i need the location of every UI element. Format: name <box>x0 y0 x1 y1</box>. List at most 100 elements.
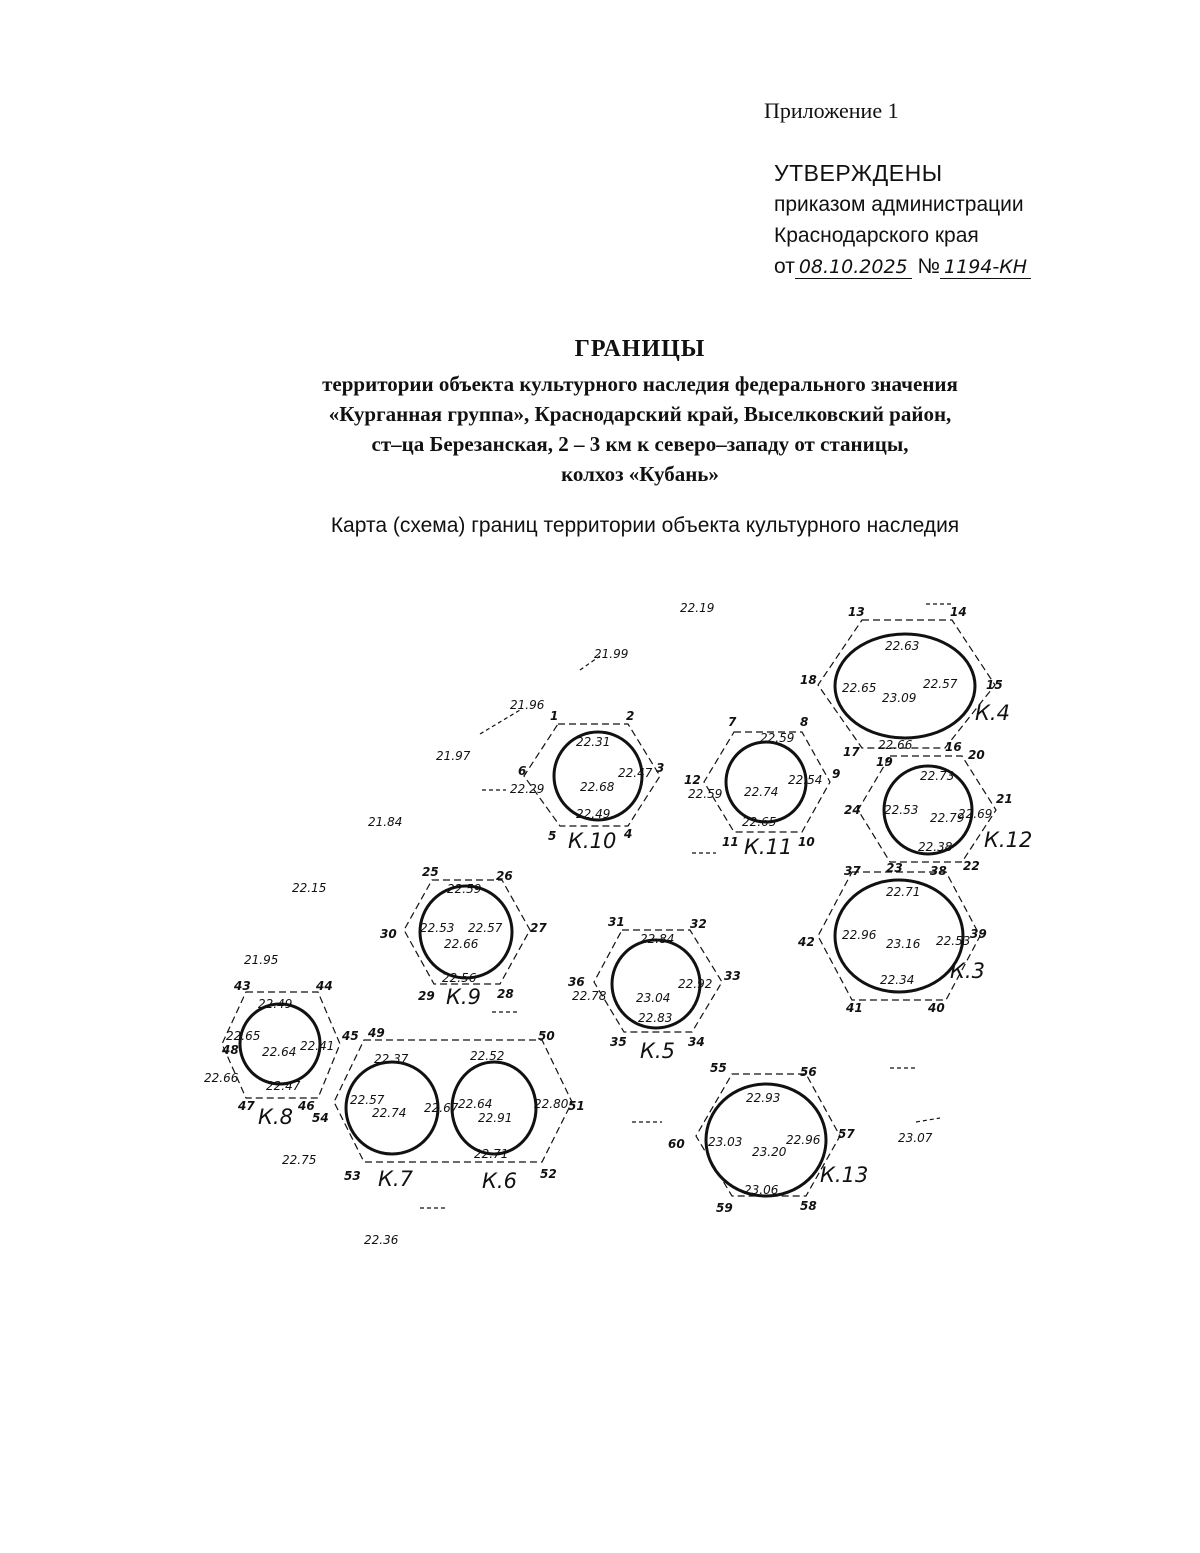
elevation: 23.20 <box>752 1145 787 1159</box>
boundary-k9 <box>403 879 531 985</box>
elevation: 22.74 <box>744 785 778 799</box>
spot-height: 22.75 <box>282 1153 316 1167</box>
point-number: 32 <box>690 917 707 931</box>
point-number: 20 <box>968 748 985 762</box>
point-number: 54 <box>312 1111 329 1125</box>
elevation: 23.09 <box>882 691 916 705</box>
mound-outline-k13 <box>704 1082 828 1198</box>
spot-heights: 22.19 21.99 21.96 21.97 21.84 22.15 21.9… <box>204 601 933 1247</box>
boundary-k10 <box>523 723 661 827</box>
number-prefix: № <box>917 255 941 278</box>
mound-group-k7-k6 <box>333 1039 573 1163</box>
elevation: 22.41 <box>300 1039 334 1053</box>
elevation: 22.92 <box>678 977 712 991</box>
elevation: 23.16 <box>886 937 921 951</box>
mound-outline-k11 <box>724 740 808 824</box>
elevation: 22.84 <box>640 932 674 946</box>
mound-outline-k5 <box>610 938 702 1030</box>
elevation: 22.71 <box>474 1147 508 1161</box>
mound-k11: 22.59 22.74 22.54 22.59 22.65 7 8 9 10 1… <box>684 715 840 859</box>
elevation: 22.68 <box>580 780 615 794</box>
boundary-k13 <box>695 1073 841 1197</box>
elevation: 22.66 <box>878 738 913 752</box>
handwritten-date: 08.10.2025 <box>794 256 912 279</box>
elevation: 22.64 <box>262 1045 296 1059</box>
point-number: 41 <box>845 1001 863 1015</box>
elevation: 22.65 <box>226 1029 260 1043</box>
title-heading: ГРАНИЦЫ <box>574 336 706 362</box>
handwritten-number: 1194-КН <box>940 256 1032 279</box>
spot-height: 22.36 <box>364 1233 399 1247</box>
elevation: 22.93 <box>746 1091 780 1105</box>
elevation: 22.49 <box>576 807 610 821</box>
point-number: 3 <box>656 761 664 775</box>
point-number: 12 <box>684 773 701 787</box>
mound-k4: 22.63 22.65 22.57 23.09 22.66 13 14 15 1… <box>800 605 1010 759</box>
boundary-k3 <box>817 871 981 1001</box>
mound-label-k8: К.8 <box>258 1105 293 1129</box>
point-number: 60 <box>668 1137 685 1151</box>
point-number: 27 <box>530 921 547 935</box>
point-number: 30 <box>380 927 397 941</box>
mound-k6: 22.52 22.64 22.91 22.80 22.71 50 51 52 К… <box>450 1029 585 1193</box>
boundary-k11 <box>703 731 831 833</box>
point-number: 45 <box>341 1029 359 1043</box>
elevation: 22.57 <box>923 677 958 691</box>
elevation: 22.53 <box>884 803 918 817</box>
point-number: 23 <box>886 861 903 875</box>
point-number: 42 <box>797 935 815 949</box>
point-number: 9 <box>832 767 840 781</box>
spot-height: 23.07 <box>898 1131 933 1145</box>
elevation: 22.74 <box>372 1106 406 1120</box>
elevation: 22.78 <box>572 989 607 1003</box>
mound-label-k10: К.10 <box>568 829 616 853</box>
elevation: 22.96 <box>842 928 877 942</box>
elevation: 22.38 <box>918 840 953 854</box>
point-number: 25 <box>422 865 439 879</box>
mound-label-k11: К.11 <box>744 835 792 859</box>
point-number: 7 <box>728 715 737 729</box>
point-number: 13 <box>848 605 865 619</box>
point-number: 34 <box>688 1035 705 1049</box>
point-number: 10 <box>798 835 815 849</box>
point-number: 50 <box>538 1029 555 1043</box>
point-number: 5 <box>548 829 556 843</box>
elevation: 22.53 <box>420 921 454 935</box>
point-number: 39 <box>970 927 987 941</box>
point-number: 57 <box>838 1127 855 1141</box>
boundary-k12 <box>857 755 997 863</box>
elevation: 23.03 <box>708 1135 742 1149</box>
point-number: 33 <box>724 969 741 983</box>
spot-height: 22.66 <box>204 1071 239 1085</box>
point-number: 52 <box>540 1167 557 1181</box>
elevation: 22.79 <box>930 811 964 825</box>
point-number: 11 <box>722 835 739 849</box>
boundary-k5 <box>593 929 723 1033</box>
boundary-k7-k6 <box>333 1039 573 1163</box>
boundary-k4 <box>817 619 996 749</box>
elevation: 22.54 <box>788 773 822 787</box>
date-prefix: от <box>774 255 795 278</box>
spot-height: 21.95 <box>244 953 278 967</box>
point-number: 37 <box>844 864 861 878</box>
title-line-1: территории объекта культурного наследия … <box>322 372 958 396</box>
point-number: 40 <box>927 1001 945 1015</box>
mound-outline-k3 <box>833 878 965 994</box>
mound-outline-k4 <box>833 632 977 740</box>
mound-outline-k6 <box>450 1060 538 1156</box>
point-number: 56 <box>800 1065 817 1079</box>
mound-label-k12: К.12 <box>984 828 1032 852</box>
mound-label-k4: К.4 <box>975 701 1010 725</box>
approval-line-1: приказом администрации <box>774 193 1024 216</box>
mound-outline-k10 <box>552 730 644 822</box>
point-number: 55 <box>710 1061 727 1075</box>
boundary-k8 <box>221 991 341 1099</box>
elevation: 22.83 <box>638 1011 672 1025</box>
point-number: 47 <box>237 1099 255 1113</box>
mound-k10: 22.31 22.68 22.47 22.29 22.49 1 2 3 4 5 … <box>510 709 664 853</box>
map-caption: Карта (схема) границ территории объекта … <box>330 514 960 537</box>
point-number: 21 <box>996 792 1013 806</box>
spot-height: 21.84 <box>368 815 402 829</box>
point-number: 48 <box>221 1043 239 1057</box>
